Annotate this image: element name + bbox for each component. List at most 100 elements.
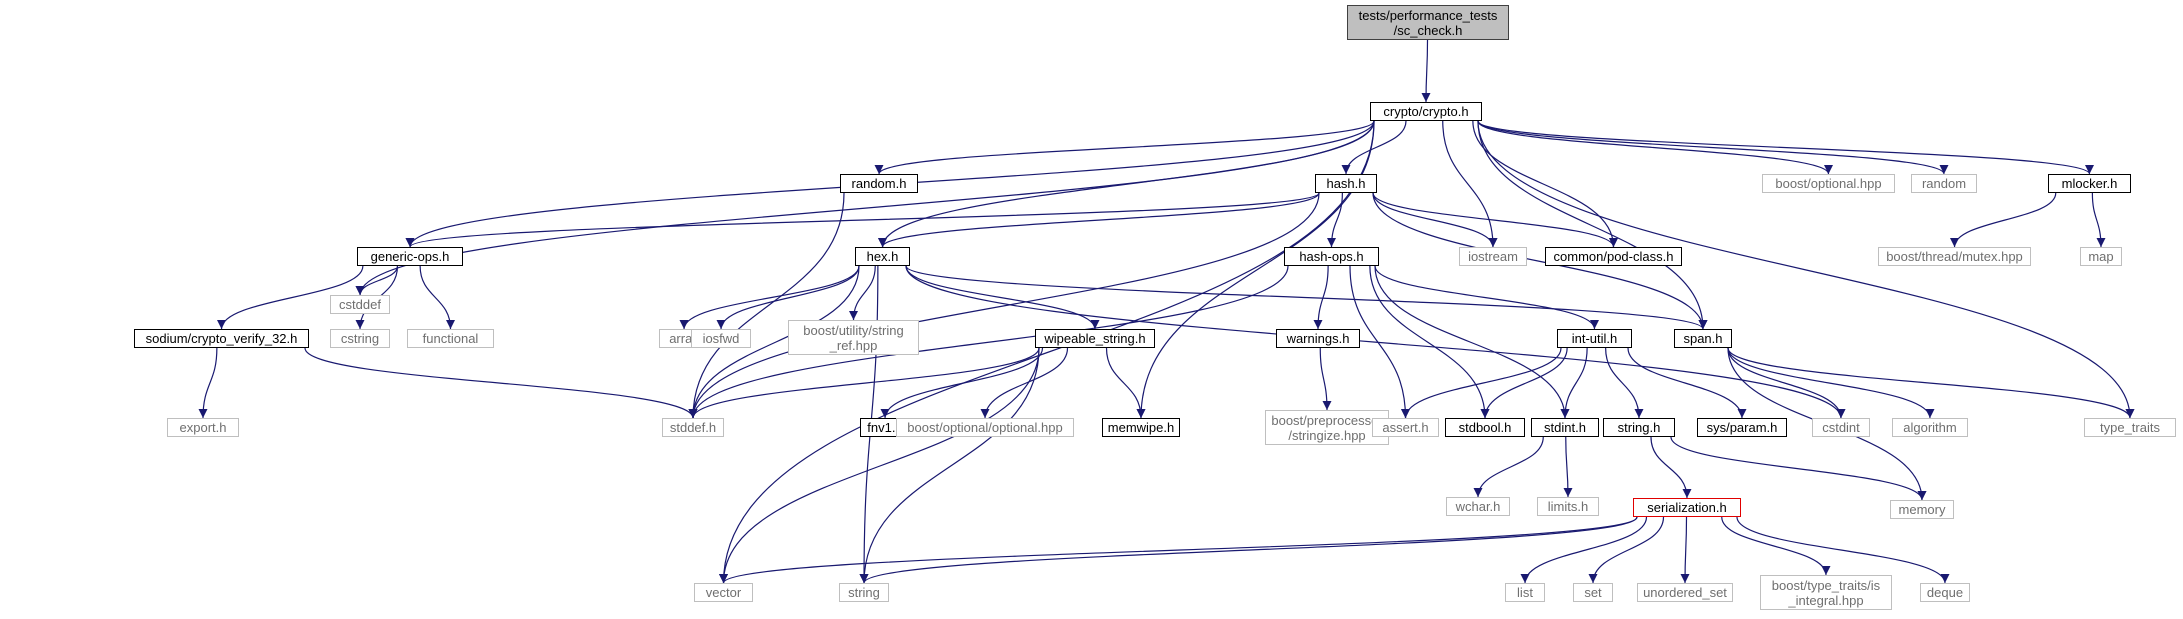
edge-hex-to-iosfwd bbox=[716, 265, 860, 330]
edge-hash-to-hash-ops bbox=[1327, 192, 1343, 248]
node-random-h[interactable]: random.h bbox=[840, 174, 918, 193]
edge-span-to-type-traits bbox=[1727, 347, 2135, 419]
node-stddef: stddef.h bbox=[662, 418, 724, 437]
node-map: map bbox=[2080, 247, 2122, 266]
edge-crypto-to-pod-class bbox=[1472, 120, 1618, 248]
node-int-util[interactable]: int-util.h bbox=[1557, 329, 1632, 348]
node-stdint[interactable]: stdint.h bbox=[1531, 418, 1599, 437]
node-cstring: cstring bbox=[330, 329, 390, 348]
node-algorithm: algorithm bbox=[1892, 418, 1968, 437]
edge-hex-to-cstdint bbox=[905, 265, 1846, 419]
edge-crypto-to-mlocker bbox=[1477, 120, 2094, 175]
node-hash[interactable]: hash.h bbox=[1315, 174, 1377, 193]
edge-hash-ops-to-int-util bbox=[1374, 265, 1599, 330]
node-functional: functional bbox=[407, 329, 494, 348]
node-deque: deque bbox=[1920, 583, 1970, 602]
edge-span-to-algorithm bbox=[1727, 347, 1935, 419]
node-wchar: wchar.h bbox=[1446, 497, 1510, 516]
edge-sodium-to-export bbox=[198, 347, 218, 419]
edge-string-h-to-serialization bbox=[1650, 436, 1692, 499]
node-serialization[interactable]: serialization.h bbox=[1633, 498, 1741, 517]
node-sys-param[interactable]: sys/param.h bbox=[1697, 418, 1787, 437]
edge-crypto-to-iostream bbox=[1442, 120, 1498, 248]
node-hex[interactable]: hex.h bbox=[855, 247, 910, 266]
node-boost-optional: boost/optional.hpp bbox=[1762, 174, 1895, 193]
node-pod-class[interactable]: common/pod-class.h bbox=[1545, 247, 1682, 266]
node-iosfwd: iosfwd bbox=[691, 329, 751, 348]
node-string: string bbox=[839, 583, 889, 602]
edge-serialization-to-deque bbox=[1736, 516, 1950, 584]
edge-wipeable-to-memwipe bbox=[1105, 347, 1146, 419]
edge-hex-to-array bbox=[679, 265, 860, 330]
node-boost-string-ref: boost/utility/string _ref.hpp bbox=[788, 320, 919, 355]
edge-hex-to-stddef bbox=[688, 265, 860, 419]
edge-wipeable-to-stddef bbox=[688, 347, 1040, 419]
edge-generic-ops-to-functional bbox=[419, 265, 455, 330]
node-cstddef: cstddef bbox=[330, 295, 390, 314]
node-boost-stringize: boost/preprocessor /stringize.hpp bbox=[1265, 410, 1389, 445]
node-span[interactable]: span.h bbox=[1674, 329, 1732, 348]
edge-span-to-cstdint bbox=[1727, 347, 1846, 419]
node-mlocker[interactable]: mlocker.h bbox=[2048, 174, 2131, 193]
edge-serialization-to-boost-is-integral bbox=[1721, 516, 1831, 576]
edge-hash-ops-to-stdbool bbox=[1369, 265, 1490, 419]
node-iostream: iostream bbox=[1459, 247, 1527, 266]
edge-hash-ops-to-stdint bbox=[1374, 265, 1570, 419]
node-export: export.h bbox=[167, 418, 239, 437]
edge-crypto-to-vector bbox=[719, 120, 1375, 584]
node-generic-ops[interactable]: generic-ops.h bbox=[357, 247, 463, 266]
edge-crypto-to-random-h bbox=[874, 120, 1375, 175]
node-random-std: random bbox=[1911, 174, 1977, 193]
node-boost-is-integral: boost/type_traits/is _integral.hpp bbox=[1760, 575, 1892, 610]
edge-hex-to-boost-string-ref bbox=[849, 265, 876, 321]
node-boost-mutex: boost/thread/mutex.hpp bbox=[1878, 247, 2031, 266]
edge-serialization-to-set bbox=[1588, 516, 1665, 584]
edge-generic-ops-to-cstddef bbox=[355, 265, 399, 296]
node-unordered-set: unordered_set bbox=[1637, 583, 1733, 602]
edge-int-util-to-string-h bbox=[1605, 347, 1644, 419]
edge-hash-ops-to-stddef bbox=[688, 265, 1289, 419]
node-sodium[interactable]: sodium/crypto_verify_32.h bbox=[134, 329, 309, 348]
node-assert: assert.h bbox=[1372, 418, 1439, 437]
node-stdbool[interactable]: stdbool.h bbox=[1445, 418, 1525, 437]
edge-hash-to-generic-ops bbox=[405, 192, 1320, 248]
edge-crypto-to-random-std bbox=[1477, 120, 1949, 175]
edge-warnings-to-boost-stringize bbox=[1319, 347, 1332, 411]
edge-hash-to-stddef bbox=[688, 192, 1320, 419]
node-cstdint: cstdint bbox=[1812, 418, 1870, 437]
edge-hash-ops-to-assert bbox=[1349, 265, 1410, 419]
node-set: set bbox=[1573, 583, 1613, 602]
edge-generic-ops-to-sodium bbox=[217, 265, 364, 330]
edge-crypto-to-span bbox=[1477, 120, 1708, 330]
edge-stdint-to-wchar bbox=[1473, 436, 1544, 498]
node-warnings[interactable]: warnings.h bbox=[1276, 329, 1360, 348]
node-memory: memory bbox=[1890, 500, 1954, 519]
node-hash-ops[interactable]: hash-ops.h bbox=[1284, 247, 1379, 266]
edge-serialization-to-vector bbox=[719, 516, 1638, 584]
edge-wipeable-to-string bbox=[859, 347, 1040, 584]
edge-wipeable-to-boost-opt-opt bbox=[980, 347, 1069, 419]
edge-mlocker-to-boost-mutex bbox=[1950, 192, 2057, 248]
edge-wipeable-to-vector bbox=[719, 347, 1040, 584]
edge-random-h-to-stddef bbox=[688, 192, 845, 419]
edge-serialization-to-string bbox=[859, 516, 1638, 584]
edge-hex-to-span bbox=[905, 265, 1708, 330]
edge-crypto-to-type-traits bbox=[1477, 120, 2135, 419]
node-memwipe[interactable]: memwipe.h bbox=[1102, 418, 1180, 437]
edge-serialization-to-list bbox=[1520, 516, 1648, 584]
node-crypto[interactable]: crypto/crypto.h bbox=[1370, 102, 1482, 121]
edge-hash-to-hex bbox=[878, 192, 1320, 248]
node-string-h[interactable]: string.h bbox=[1603, 418, 1675, 437]
edge-sc-check-to-crypto bbox=[1421, 39, 1431, 103]
edge-int-util-to-stdint bbox=[1560, 347, 1588, 419]
edge-hex-to-wipeable bbox=[905, 265, 1100, 330]
edge-mlocker-to-map bbox=[2091, 192, 2106, 248]
node-boost-opt-opt: boost/optional/optional.hpp bbox=[896, 418, 1074, 437]
node-wipeable[interactable]: wipeable_string.h bbox=[1035, 329, 1155, 348]
edge-sodium-to-stddef bbox=[304, 347, 698, 419]
edge-crypto-to-boost-optional bbox=[1477, 120, 1833, 175]
edge-int-util-to-assert bbox=[1401, 347, 1562, 419]
edge-hash-to-iostream bbox=[1372, 192, 1498, 248]
edge-int-util-to-stdbool bbox=[1480, 347, 1568, 419]
